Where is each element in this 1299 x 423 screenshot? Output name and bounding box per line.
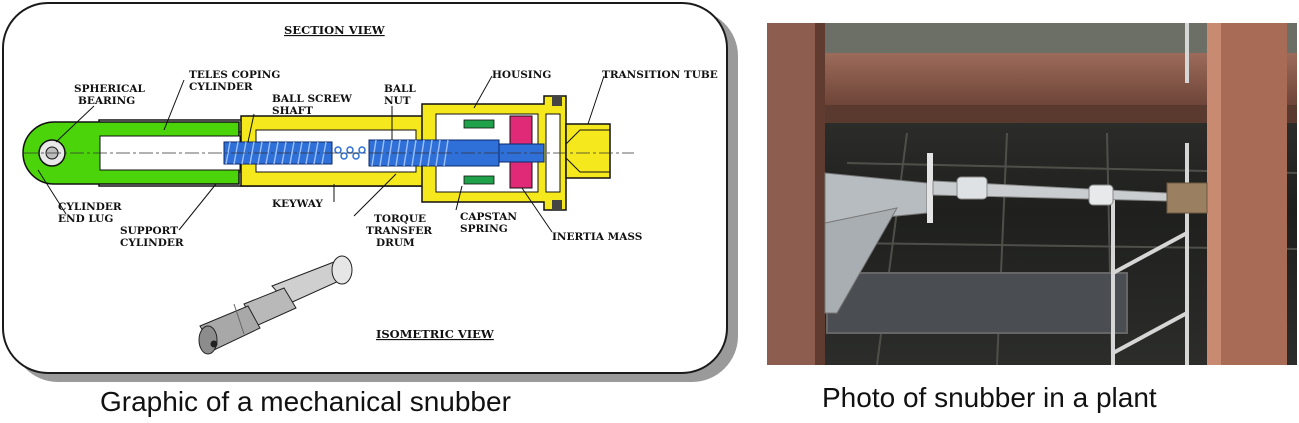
- label-keyway: KEYWAY: [272, 198, 323, 210]
- steel-column: [767, 23, 815, 365]
- plant-photo-illustration: [767, 23, 1297, 365]
- label-telescoping-2: CYLINDER: [189, 81, 253, 93]
- pipe-clamp: [1166, 182, 1208, 214]
- label-ball-screw-2: SHAFT: [272, 105, 313, 117]
- ball-chain: [334, 146, 366, 160]
- label-torque-1: TORQUE: [374, 213, 426, 225]
- photo-caption: Photo of snubber in a plant: [822, 382, 1157, 413]
- leader-lines: [37, 75, 605, 233]
- label-telescoping-1: TELES COPING: [189, 69, 280, 81]
- transition-tube: [565, 123, 611, 179]
- snubber-plant-photo: [767, 23, 1297, 365]
- label-capstan-1: CAPSTAN: [460, 211, 517, 223]
- label-capstan-2: SPRING: [460, 223, 508, 235]
- label-torque-2: TRANSFER: [366, 225, 432, 237]
- label-support-cylinder-2: CYLINDER: [120, 237, 184, 249]
- label-end-lug-2: END LUG: [58, 213, 113, 225]
- scaffolding: [1111, 23, 1189, 365]
- label-transition-tube: TRANSITION TUBE: [602, 69, 718, 81]
- snubber-diagram-panel: SECTION VIEW ISOMETRIC VIEW: [2, 2, 728, 374]
- label-housing: HOUSING: [492, 69, 551, 81]
- label-ball-nut-1: BALL: [384, 83, 416, 95]
- label-ball-screw-1: BALL SCREW: [272, 93, 352, 105]
- isometric-view-title: ISOMETRIC VIEW: [376, 327, 495, 341]
- label-torque-3: DRUM: [376, 237, 415, 249]
- graphic-caption: Graphic of a mechanical snubber: [100, 386, 511, 417]
- label-spherical-bearing-2: BEARING: [78, 95, 135, 107]
- snubber-section-drawing: SECTION VIEW ISOMETRIC VIEW: [22, 23, 718, 355]
- label-ball-nut-2: NUT: [384, 95, 411, 107]
- label-end-lug-1: CYLINDER: [58, 201, 122, 213]
- label-inertia-mass: INERTIA MASS: [552, 231, 642, 243]
- isometric-view-drawing: [198, 255, 353, 355]
- section-view-title: SECTION VIEW: [284, 23, 386, 37]
- label-spherical-bearing-1: SPHERICAL: [74, 83, 146, 95]
- label-support-cylinder-1: SUPPORT: [120, 225, 178, 237]
- capstan-spring: [463, 119, 495, 129]
- snubber-body: [956, 176, 988, 200]
